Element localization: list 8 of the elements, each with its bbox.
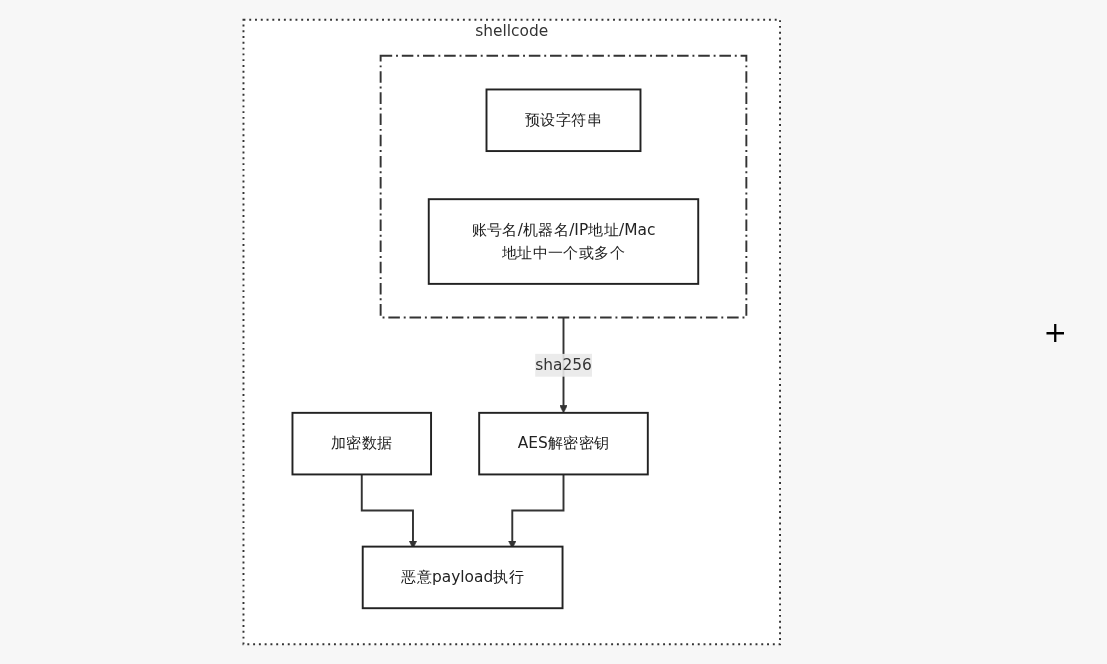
cluster — [379, 54, 748, 319]
node-box: 加密数据 — [291, 411, 432, 476]
node-box: 账号名/机器名/IP地址/Mac地址中一个或多个 — [427, 198, 700, 285]
edge-label: sha256 — [535, 355, 592, 374]
node-box: 恶意payload执行 — [361, 545, 564, 610]
node-box: 预设字符串 — [485, 88, 642, 153]
label-text: + — [1043, 315, 1067, 349]
node-box: AES解密密钥 — [478, 411, 649, 476]
